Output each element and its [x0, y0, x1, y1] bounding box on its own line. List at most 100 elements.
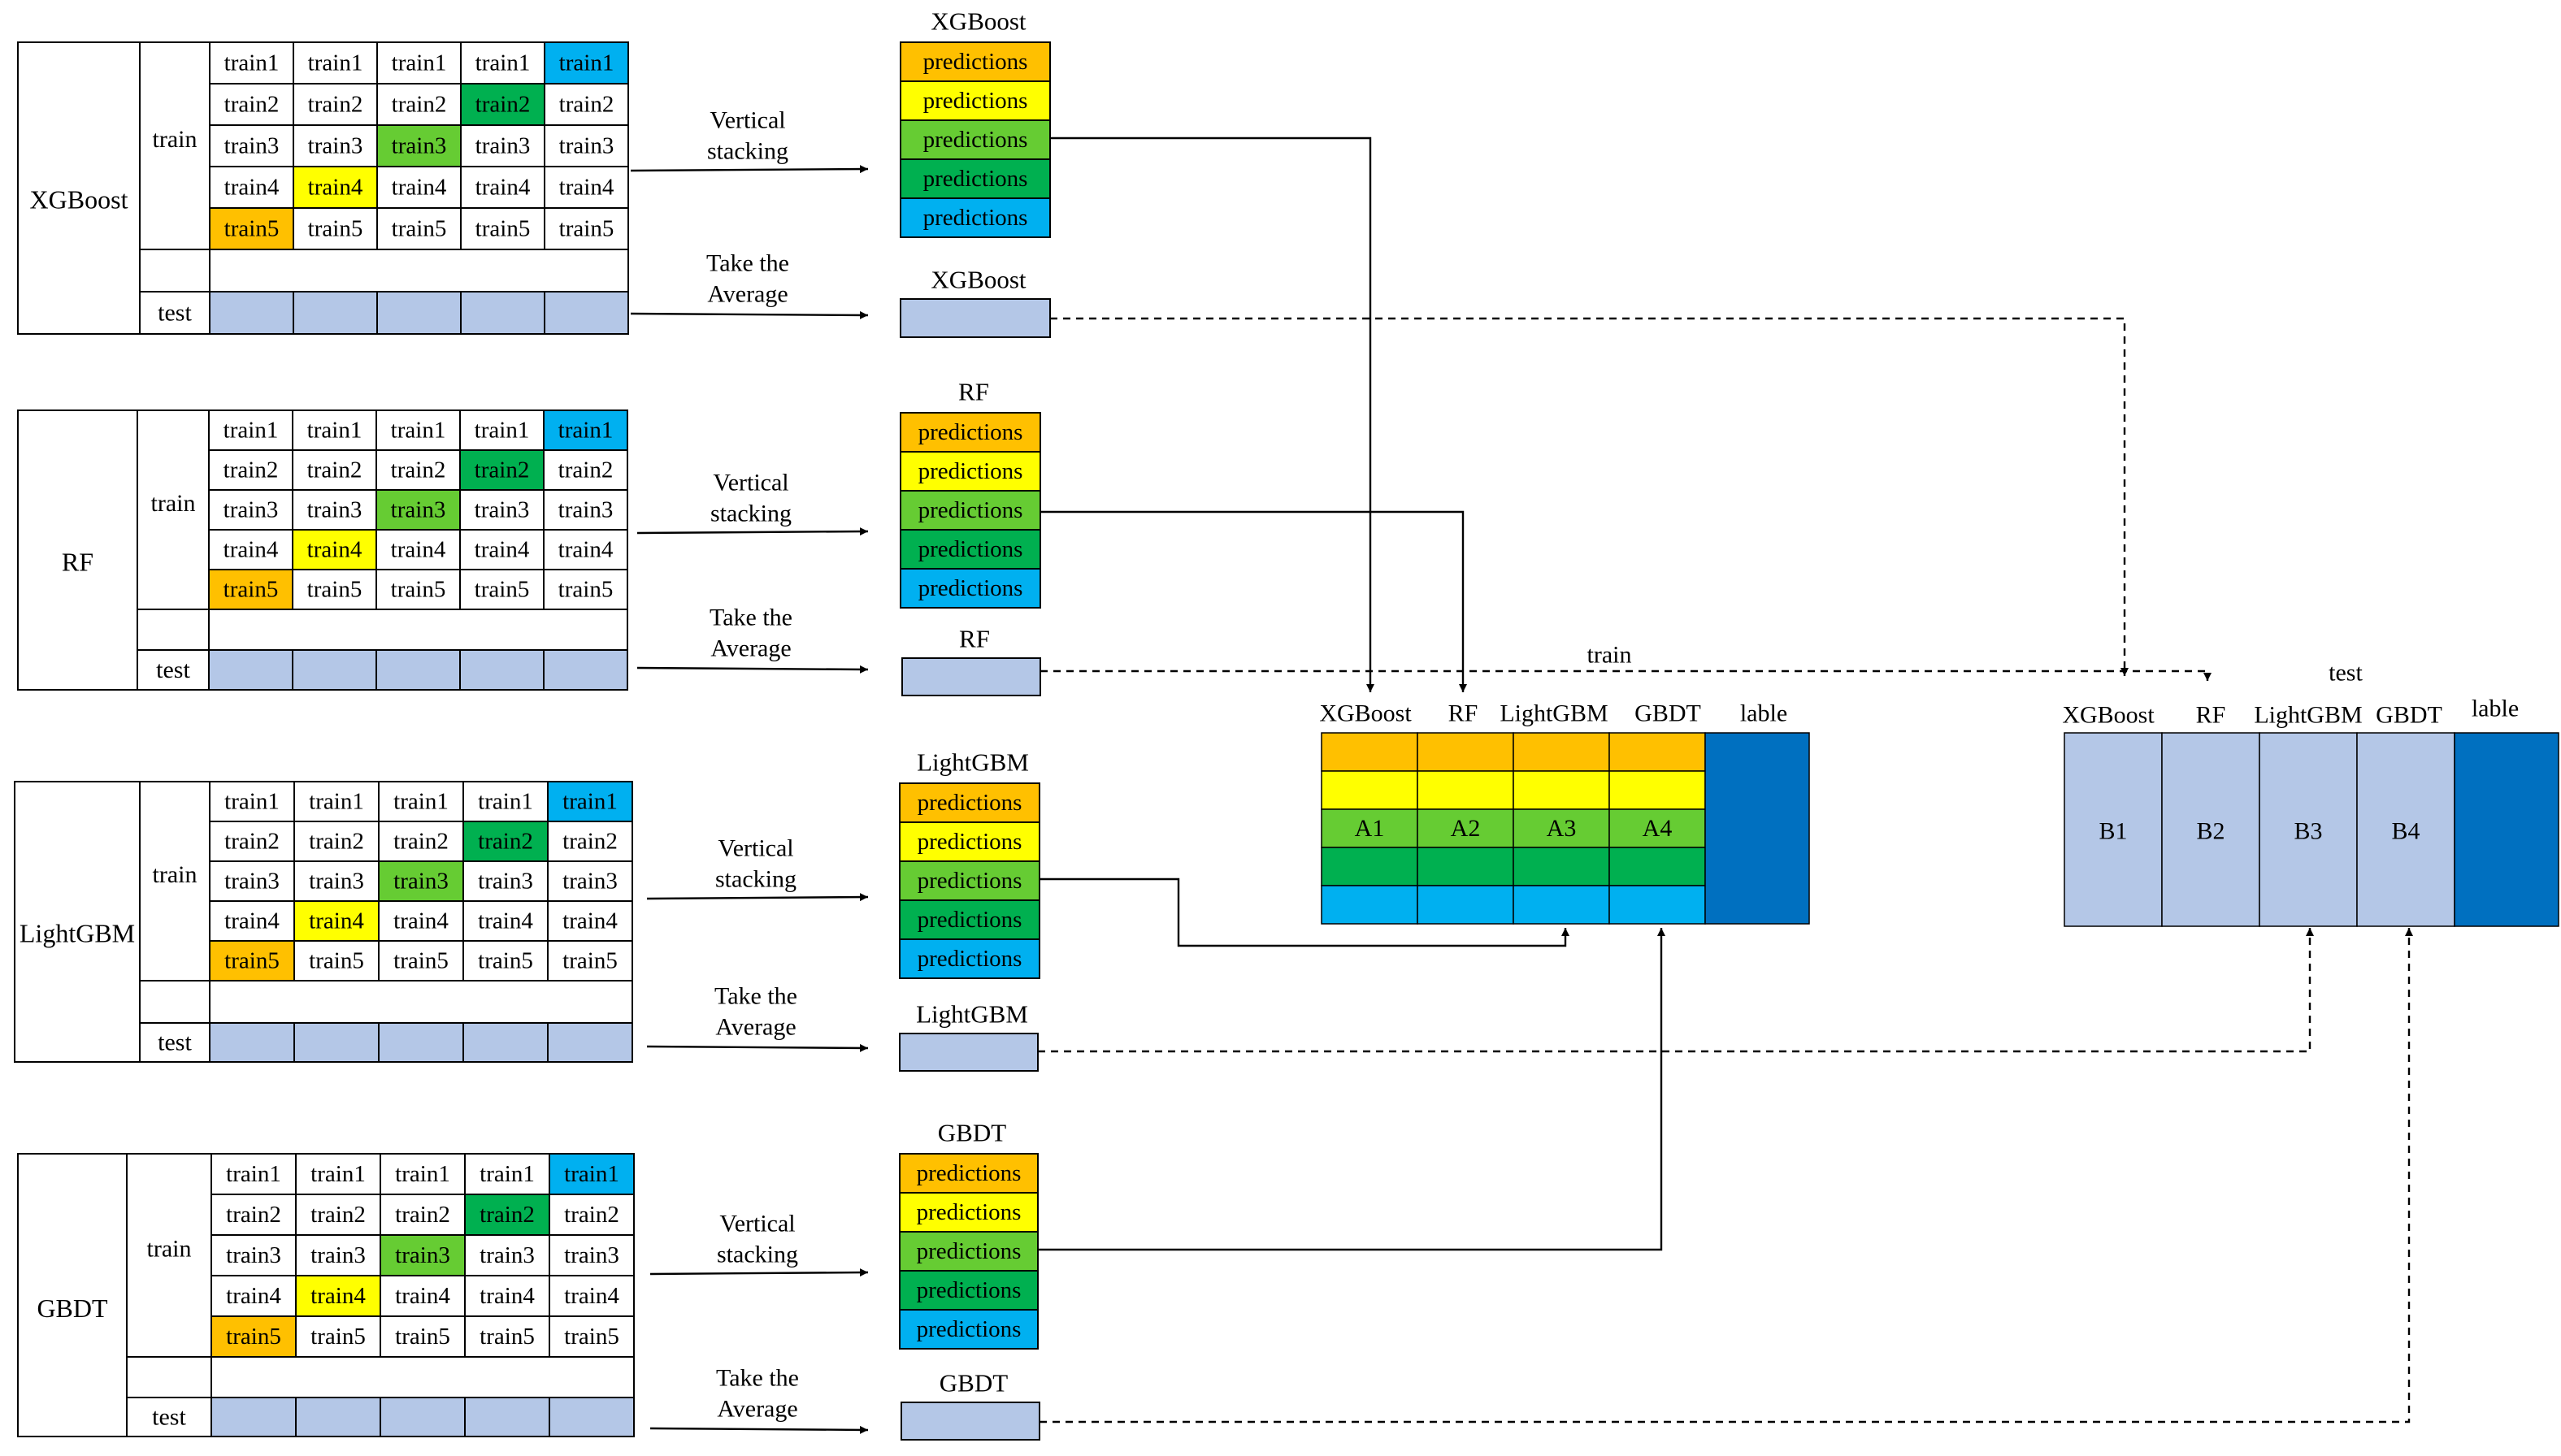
fold-label: train3	[475, 133, 531, 159]
fold-cell	[380, 1153, 466, 1195]
take-average-arrow	[630, 310, 869, 319]
fold-cell	[380, 1194, 466, 1236]
fold-label: train4	[224, 908, 280, 934]
test-fold-cell	[547, 1022, 633, 1063]
fold-cell	[293, 781, 380, 822]
fold-label: train4	[475, 175, 531, 201]
test-label-cell	[126, 1397, 212, 1437]
train-matrix-cell	[1417, 770, 1514, 810]
test-matrix-cell	[2161, 732, 2260, 927]
fold-cell	[208, 449, 293, 491]
fold-cell	[547, 940, 633, 982]
train-matrix-header: XGBoost	[1319, 700, 1412, 727]
test-average-title: XGBoost	[931, 266, 1027, 294]
train-matrix-cell	[1417, 808, 1514, 848]
train-matrix-cell	[1513, 770, 1610, 810]
fold-label: train4	[480, 1283, 535, 1309]
take-average-arrow	[646, 1043, 869, 1052]
fold-label: train1	[478, 789, 533, 815]
fold-cell	[547, 900, 633, 942]
fold-label: train1	[475, 418, 530, 444]
train-matrix-cell	[1513, 732, 1610, 772]
fold-label: train3	[559, 133, 614, 159]
fold-cell	[543, 529, 628, 570]
predictions-label: predictions	[923, 166, 1028, 192]
connector-rf-test	[1040, 670, 2212, 681]
fold-label: train2	[224, 92, 280, 118]
test-fold-cell	[375, 649, 461, 691]
predictions-cell	[899, 1192, 1039, 1233]
fold-cell	[293, 41, 378, 84]
predictions-title: XGBoost	[931, 7, 1027, 36]
fold-cell	[211, 1315, 297, 1358]
train-matrix-cell	[1513, 885, 1610, 925]
fold-label: train1	[558, 418, 614, 444]
test-fold-cell	[208, 649, 293, 691]
test-fold-cell	[209, 1022, 295, 1063]
fold-cell	[544, 83, 629, 126]
fold-label: train4	[395, 1283, 450, 1309]
fold-label: train5	[392, 216, 447, 242]
test-average-box	[901, 1402, 1040, 1441]
fold-label: train4	[310, 1283, 366, 1309]
train-label-column	[1704, 732, 1810, 925]
fold-label: train1	[226, 1161, 281, 1187]
fold-cell	[376, 124, 462, 167]
fold-label: train3	[309, 869, 364, 895]
fold-label: train5	[478, 948, 533, 974]
fold-label: train1	[308, 50, 363, 76]
fold-label: train5	[307, 577, 362, 603]
predictions-label: predictions	[923, 205, 1028, 231]
fold-cell	[464, 1234, 550, 1276]
fold-label: train1	[559, 50, 614, 76]
predictions-label: predictions	[923, 88, 1028, 114]
predictions-label: predictions	[917, 1316, 1022, 1342]
train-matrix-cell	[1608, 885, 1706, 925]
fold-label: train3	[392, 133, 447, 159]
predictions-label: predictions	[917, 1238, 1022, 1264]
predictions-cell	[899, 1309, 1039, 1350]
take-average-label: Take the	[716, 1365, 799, 1392]
fold-cell	[378, 781, 464, 822]
predictions-cell	[900, 197, 1051, 238]
train-matrix-cell	[1608, 732, 1706, 772]
fold-label: train5	[558, 577, 614, 603]
fold-label: train5	[224, 948, 280, 974]
fold-label: train1	[310, 1161, 366, 1187]
fold-label: train5	[559, 216, 614, 242]
predictions-label: predictions	[917, 1277, 1022, 1303]
test-average-box	[901, 657, 1041, 696]
take-average-label: Average	[715, 1014, 796, 1041]
fold-label: train2	[393, 829, 449, 855]
test-fold-cell	[293, 1022, 380, 1063]
connector-gbdt-test	[1040, 928, 2413, 1424]
fold-label: train1	[309, 789, 364, 815]
fold-cell	[293, 166, 378, 209]
fold-label: train5	[224, 577, 279, 603]
fold-label: train4	[393, 908, 449, 934]
take-average-label: Take the	[714, 983, 797, 1010]
fold-cell	[460, 83, 545, 126]
predictions-label: predictions	[918, 536, 1023, 562]
predictions-label: predictions	[918, 419, 1023, 445]
test-average-title: LightGBM	[916, 1000, 1028, 1029]
predictions-title: GBDT	[938, 1119, 1006, 1147]
fold-cell	[292, 449, 377, 491]
test-fold-cell	[543, 649, 628, 691]
train-matrix-header: RF	[1448, 700, 1478, 727]
fold-cell	[544, 207, 629, 250]
fold-label: train1	[307, 418, 362, 444]
predictions-label: predictions	[923, 49, 1028, 75]
fold-label: train2	[310, 1202, 366, 1228]
fold-cell	[211, 1234, 297, 1276]
fold-label: train5	[393, 948, 449, 974]
train-label: train	[147, 1236, 192, 1263]
fold-cell	[549, 1234, 635, 1276]
fold-label: train4	[307, 537, 362, 563]
fold-cell	[208, 489, 293, 531]
fold-cell	[547, 781, 633, 822]
test-matrix-cell-label: B3	[2294, 818, 2322, 845]
train-label: train	[153, 861, 198, 888]
connector-lightgbm-test	[1038, 928, 2314, 1053]
